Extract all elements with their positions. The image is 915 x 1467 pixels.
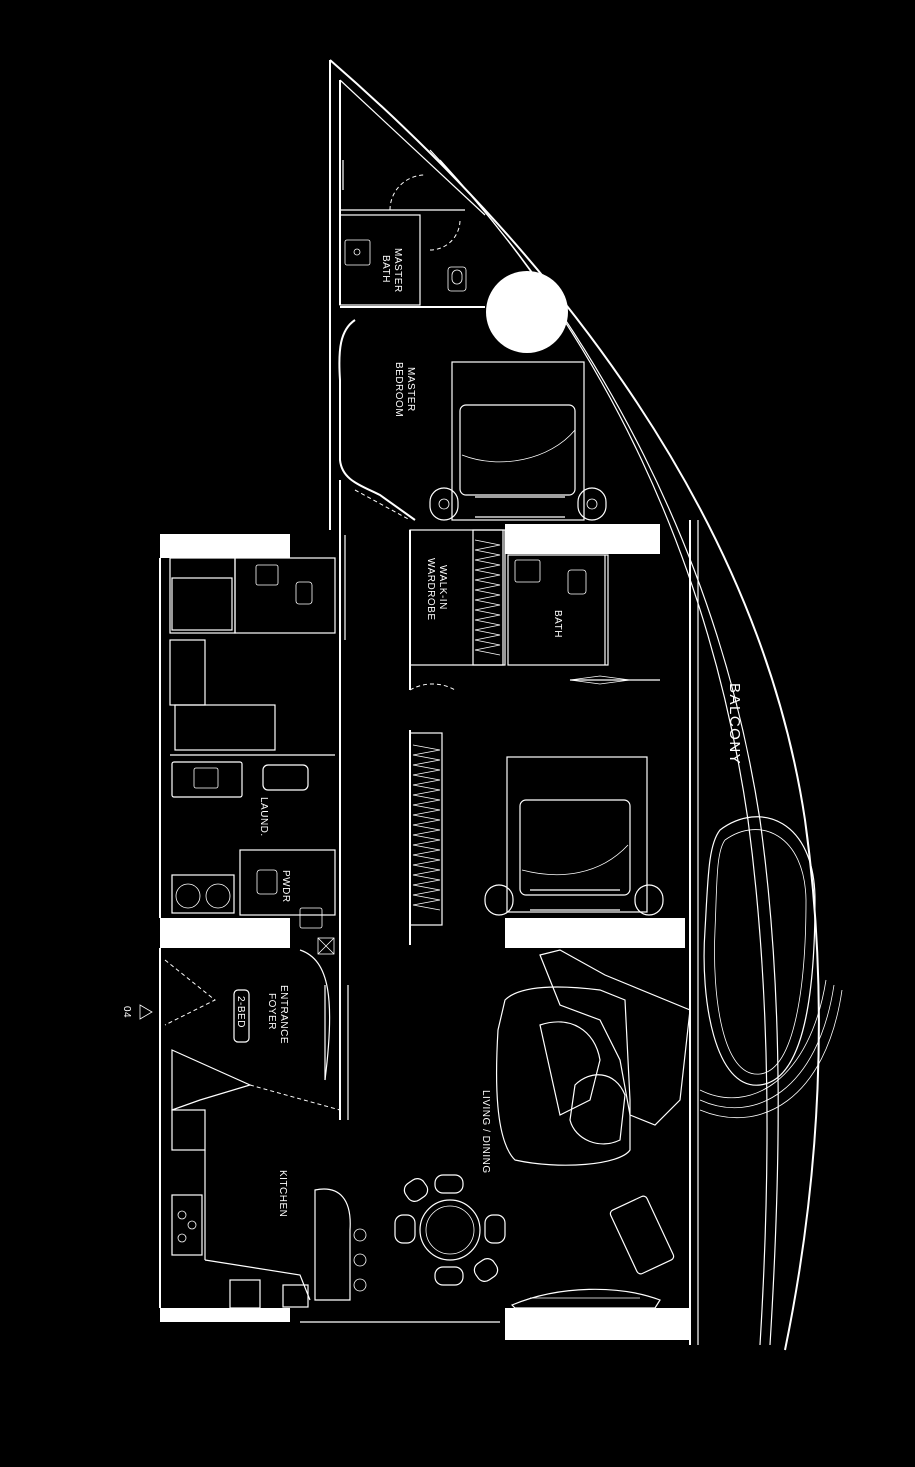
label-laundry: LAUND. — [258, 797, 269, 837]
label-walk-in-1: WALK-IN — [437, 565, 448, 610]
closet-rail — [409, 732, 443, 926]
label-bath: BATH — [552, 610, 563, 638]
label-entrance-foyer-2: FOYER — [266, 993, 277, 1030]
label-master-bath-2: BATH — [380, 255, 391, 283]
unit-number: 04 — [121, 1006, 132, 1018]
label-balcony: BALCONY — [726, 683, 743, 765]
master-bath-area — [329, 60, 568, 530]
label-walk-in-2: WARDROBE — [425, 558, 436, 621]
label-powder: PWDR — [280, 870, 291, 903]
label-entrance-foyer-1: ENTRANCE — [278, 985, 289, 1044]
second-bed — [506, 756, 648, 913]
kitchen-area — [171, 1109, 500, 1323]
unit-tag: 2-BED — [235, 996, 246, 1028]
wardrobe-rail — [472, 529, 504, 666]
round-column — [486, 271, 568, 353]
service-block — [159, 535, 346, 1308]
label-master-bath-1: MASTER — [392, 248, 403, 293]
second-bedroom-area — [409, 732, 664, 926]
master-bedroom-area — [338, 319, 607, 521]
label-living-dining: LIVING / DINING — [480, 1090, 491, 1174]
foyer-area — [139, 949, 349, 1120]
living-dining-area — [394, 949, 691, 1309]
master-bed — [451, 361, 585, 521]
dining-table — [419, 1199, 481, 1261]
balcony-pool — [699, 816, 843, 1119]
label-master-bedroom-1: MASTER — [405, 367, 416, 412]
unit-tag-box — [233, 989, 250, 1043]
label-kitchen: KITCHEN — [277, 1170, 288, 1217]
label-master-bedroom-2: BEDROOM — [393, 362, 404, 417]
piano — [609, 1195, 675, 1275]
window-bars — [160, 524, 690, 1340]
